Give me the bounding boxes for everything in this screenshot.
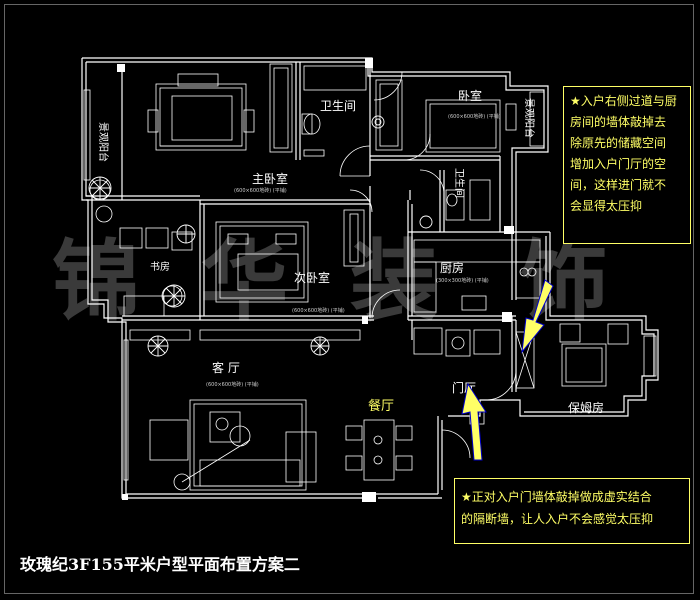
windows xyxy=(83,89,657,481)
plants xyxy=(88,115,433,357)
top-bathroom-fixtures xyxy=(301,65,367,157)
label-nanny-room: 保姆房 xyxy=(568,400,604,415)
entry-partition xyxy=(413,327,535,425)
note-master-bedroom: (600×600地砖) (平铺) xyxy=(234,187,287,194)
living-room-furniture xyxy=(129,329,361,491)
note-right-line: 间，这样进门就不 xyxy=(570,178,667,192)
label-balcony-left: 景观阳台 xyxy=(97,122,110,162)
note-right-line: 增加入户门厅的空 xyxy=(570,157,667,171)
note-right-line: 除原先的储藏空间 xyxy=(570,136,667,150)
right-bedroom-furniture xyxy=(375,79,517,153)
page-title: 玫瑰纪3F155平米户型平面布置方案二 xyxy=(20,555,300,574)
arrow-right-icon xyxy=(521,279,554,354)
watermark-char-4: 饰 xyxy=(520,229,608,333)
note-bedroom-right: (600×600地砖) (平铺) xyxy=(448,113,501,120)
walls xyxy=(81,57,659,499)
note-second-bedroom: (600×600地砖) (平铺) xyxy=(292,307,345,314)
note-right-line: 房间的墙体敲掉去 xyxy=(570,115,667,129)
label-bedroom-right: 卧室 xyxy=(458,88,482,103)
study-furniture xyxy=(89,179,193,317)
note-kitchen: (300×300地砖) (平铺) xyxy=(436,277,489,284)
note-bottom-line: 的隔断墙，让人入户不会感觉太压抑 xyxy=(461,512,654,526)
label-second-bedroom: 次卧室 xyxy=(294,270,330,285)
watermark-char-2: 华 xyxy=(200,229,288,333)
kitchen-fixtures xyxy=(413,239,541,313)
label-dining-room: 餐厅 xyxy=(368,398,394,414)
master-bedroom-furniture xyxy=(147,63,293,153)
pillars xyxy=(117,58,514,502)
label-balcony-right: 景观阳台 xyxy=(523,98,536,138)
label-living-room: 客 厅 xyxy=(212,360,240,375)
annotation-note-bottom: ★正对入户门墙体敲掉做成虚实结合 的隔断墙，让人入户不会感觉太压抑 xyxy=(454,478,690,544)
nanny-room-furniture xyxy=(559,323,629,387)
arrow-bottom-icon xyxy=(461,382,487,461)
label-bathroom-top: 卫生间 xyxy=(320,99,356,113)
label-bathroom-right: 卫生间 xyxy=(453,168,466,198)
label-kitchen: 厨房 xyxy=(440,260,464,275)
doors xyxy=(339,71,517,459)
label-master-bedroom: 主卧室 xyxy=(252,171,288,186)
note-bottom-line: ★正对入户门墙体敲掉做成虚实结合 xyxy=(461,490,652,504)
note-right-line: 会显得太压抑 xyxy=(570,199,643,213)
second-bedroom-furniture xyxy=(215,209,365,303)
note-living-room: (600×600地砖) (平铺) xyxy=(206,381,259,388)
note-right-line: ★入户右侧过道与厨 xyxy=(570,94,677,108)
label-study: 书房 xyxy=(150,260,170,273)
right-bathroom-fixtures xyxy=(445,179,491,221)
dining-furniture xyxy=(345,419,413,481)
watermark-char-1: 锦 xyxy=(52,229,140,333)
annotation-arrows xyxy=(461,279,554,461)
annotation-note-right: ★入户右侧过道与厨 房间的墙体敲掉去 除原先的储藏空间 增加入户门厅的空 间，这… xyxy=(563,86,691,244)
